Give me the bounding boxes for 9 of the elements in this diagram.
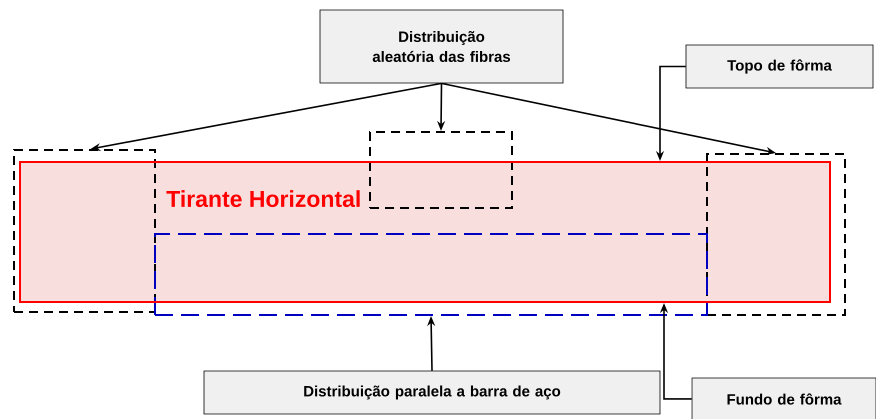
label-box: Fundo de fôrma xyxy=(692,378,876,419)
tie-rectangle: Tirante Horizontal xyxy=(19,161,831,303)
dashed-box xyxy=(706,153,846,316)
dashed-box xyxy=(13,148,156,313)
dashed-box xyxy=(369,131,513,209)
label-box: Topo de fôrma xyxy=(686,44,874,88)
label-box: Distribuição aleatória das fibras xyxy=(320,10,564,84)
label-box: Distribuição paralela a barra de aço xyxy=(204,370,660,414)
dashed-box xyxy=(154,232,708,316)
